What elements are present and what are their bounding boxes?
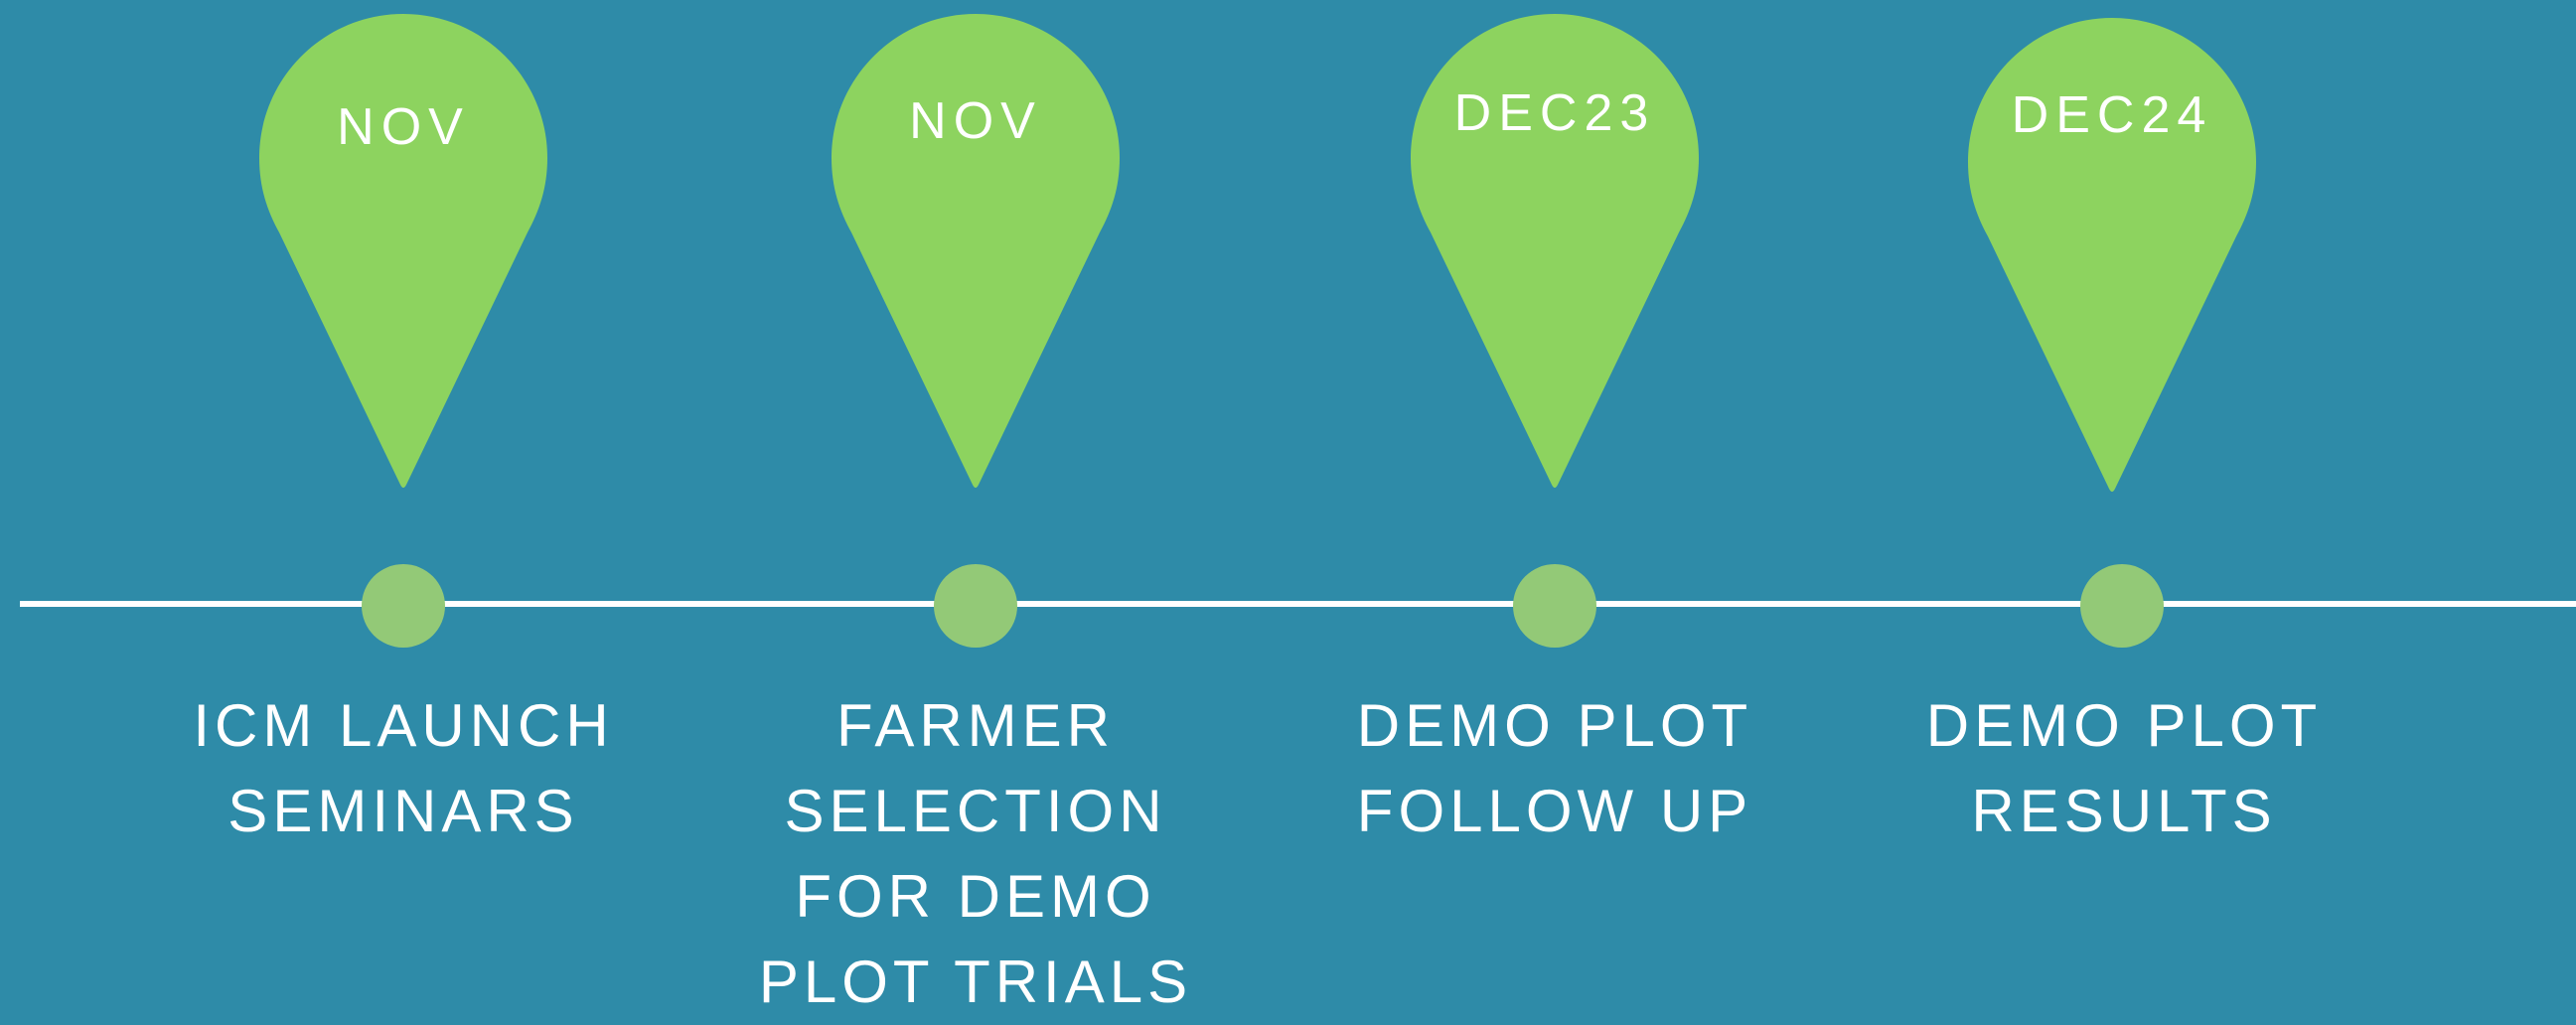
milestone-date-label: NOV	[909, 92, 1042, 150]
timeline-milestone-icm-launch: NOV ICM LAUNCH SEMINARS	[95, 0, 711, 1004]
milestone-caption: FARMER SELECTION FOR DEMO PLOT TRIALS	[758, 692, 1193, 1015]
milestone-caption: DEMO PLOT FOLLOW UP	[1356, 692, 1753, 844]
milestone-date-label: DEC24	[2011, 86, 2213, 144]
timeline-milestone-farmer-selection: NOV FARMER SELECTION FOR DEMO PLOT TRIAL…	[668, 0, 1284, 1015]
map-pin-icon: DEC23	[1411, 14, 1699, 491]
timeline: NOV ICM LAUNCH SEMINARS NOV FARMER SELEC…	[20, 0, 2576, 1015]
milestone-date-label: DEC23	[1453, 84, 1656, 142]
timeline-marker-dot	[362, 564, 445, 648]
milestone-date-label: NOV	[337, 98, 470, 156]
milestone-caption: ICM LAUNCH SEMINARS	[193, 692, 614, 844]
timeline-axis-line	[20, 601, 2576, 607]
map-pin-icon: DEC24	[1968, 18, 2256, 495]
timeline-milestone-demo-follow-up: DEC23 DEMO PLOT FOLLOW UP	[1247, 0, 1863, 1004]
timeline-marker-dot	[1513, 564, 1596, 648]
timeline-marker-dot	[2080, 564, 2164, 648]
map-pin-icon: NOV	[259, 14, 547, 491]
map-pin-icon: NOV	[832, 14, 1120, 491]
timeline-marker-dot	[934, 564, 1017, 648]
milestone-caption: DEMO PLOT RESULTS	[1925, 692, 2323, 844]
timeline-milestone-demo-results: DEC24 DEMO PLOT RESULTS	[1818, 0, 2434, 1004]
